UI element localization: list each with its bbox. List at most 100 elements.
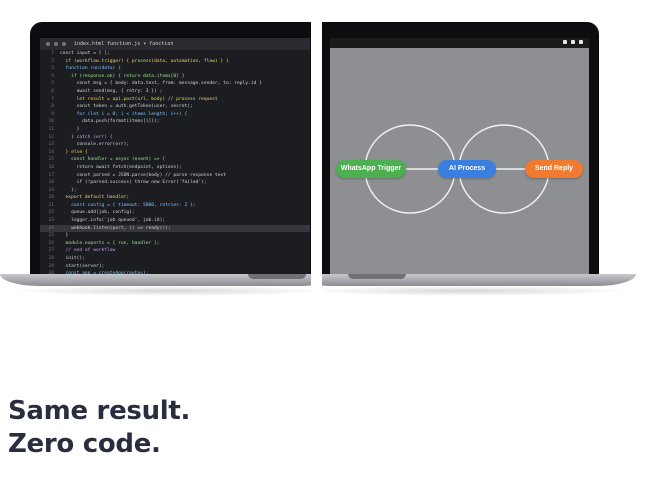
laptop-lid: index.html function.js ▾ function 1 const… [30,22,311,274]
nocode-laptop: WhatsApp Trigger AI Process Send Reply [322,22,651,312]
code-line[interactable]: 30 const app = createApp(routes); [40,270,310,274]
code-line[interactable]: 7 let result = api.post(url, body) // pr… [40,96,310,104]
divider [311,0,322,479]
line-number: 30 [48,271,54,274]
close-icon[interactable] [579,40,583,44]
laptop-notch [248,274,306,279]
code-token: } catch (err) { [60,134,113,140]
line-number: 25 [48,233,54,239]
line-number: 17 [48,172,54,178]
code-line[interactable]: 5 const msg = { body: data.text, from: m… [40,80,310,88]
code-token: if (!parsed.success) throw new Error('fa… [60,180,207,186]
editor-tab-label[interactable]: index.html function.js ▾ function [74,41,174,47]
code-line[interactable]: 1 const input = [ ]; [40,50,310,58]
code-line[interactable]: 4 if (response.ok) { return data.items[0… [40,73,310,81]
code-line[interactable]: 6 await send(msg, { retry: 3 }) ; [40,88,310,96]
code-line[interactable]: 19 }; [40,187,310,195]
code-token: logger.info('job queued', job.id); [60,218,166,224]
code-line[interactable]: 9 for (let i = 0; i < items.length; i++)… [40,111,310,119]
share-icon[interactable] [571,40,575,44]
code-line[interactable]: 21 const config = { timeout: 5000, retri… [40,202,310,210]
code-line[interactable]: 23 logger.info('job queued', job.id); [40,217,310,225]
code-token: function run(data) { [60,66,121,72]
code-line[interactable]: 27 // end of workflow [40,247,310,255]
code-token: const app = createApp(routes); [60,271,149,274]
line-number: 3 [51,66,54,72]
code-token: init(); [60,256,85,262]
code-token: console.error(err); [60,142,130,148]
code-line[interactable]: 25 } [40,232,310,240]
window-dot-icon [62,42,66,46]
line-number: 18 [48,180,54,186]
code-line[interactable]: 22 queue.add(job, config); [40,209,310,217]
code-line[interactable]: 28 init(); [40,255,310,263]
headline-line-2: Zero code. [8,429,161,459]
code-token: export default handler; [60,195,130,201]
code-editor-screen: index.html function.js ▾ function 1 const… [40,38,310,274]
node-send-reply[interactable]: Send Reply [525,160,583,178]
line-number: 10 [48,119,54,125]
code-line[interactable]: 16 return await fetch(endpoint, options)… [40,164,310,172]
code-token: const token = auth.getToken(user, secret… [60,104,193,110]
node-whatsapp-trigger[interactable]: WhatsApp Trigger [336,160,406,178]
line-number: 14 [48,149,54,155]
workflow-canvas[interactable]: WhatsApp Trigger AI Process Send Reply [330,38,589,274]
code-token: if (workflow.trigger) { process(data, au… [60,58,229,64]
window-dot-icon [54,42,58,46]
canvas-topbar [330,38,589,48]
code-line[interactable]: 11 } [40,126,310,134]
line-number: 21 [48,202,54,208]
code-line[interactable]: 13 console.error(err); [40,141,310,149]
settings-icon[interactable] [563,40,567,44]
line-number: 2 [51,58,54,64]
code-laptop: index.html function.js ▾ function 1 const… [0,22,311,312]
code-token: await send(msg, { retry: 3 }) ; [60,88,163,94]
code-token: const msg = { body: data.text, from: mes… [60,81,262,87]
code-line[interactable]: 29 start(server); [40,263,310,271]
line-number: 27 [48,248,54,254]
code-token: } else { [60,149,88,155]
code-line[interactable]: 17 const parsed = JSON.parse(body) // pa… [40,172,310,180]
line-number: 26 [48,240,54,246]
line-number: 9 [51,111,54,117]
code-token: module.exports = { run, handler }; [60,240,160,246]
line-number: 11 [48,126,54,132]
flow-connectors [364,124,550,214]
code-token: }; [60,187,77,193]
code-line[interactable]: 8 const token = auth.getToken(user, secr… [40,103,310,111]
code-line[interactable]: 3 function run(data) { [40,65,310,73]
code-line[interactable]: 20 export default handler; [40,194,310,202]
line-number: 23 [48,218,54,224]
code-line[interactable]: 14 } else { [40,149,310,157]
code-token: } [60,126,80,132]
code-line[interactable]: 18 if (!parsed.success) throw new Error(… [40,179,310,187]
laptop-notch [348,274,406,279]
code-token: const input = [ ]; [60,51,110,56]
line-number: 12 [48,134,54,140]
code-token: webhook.listen(port, () => ready()); [60,225,171,231]
headline-line-1: Same result. [8,396,191,426]
code-token: // end of workflow [60,248,116,254]
laptop-shadow [10,286,311,296]
code-line[interactable]: 26 module.exports = { run, handler }; [40,240,310,248]
laptop-base [0,274,311,286]
workflow-diagram: WhatsApp Trigger AI Process Send Reply [330,38,589,274]
code-line[interactable]: 12 } catch (err) { [40,134,310,142]
line-number: 1 [51,51,54,56]
line-number: 13 [48,142,54,148]
laptop-lid: WhatsApp Trigger AI Process Send Reply [322,22,599,274]
code-line[interactable]: 2 if (workflow.trigger) { process(data, … [40,58,310,66]
line-number: 16 [48,164,54,170]
headline: Same result. Zero code. [8,395,190,461]
code-area[interactable]: 1 const input = [ ]; 2 if (workflow.trigge… [40,50,310,274]
code-line[interactable]: 24 webhook.listen(port, () => ready()); [40,224,310,233]
code-line[interactable]: 15 const handler = async (event) => { [40,156,310,164]
line-number: 7 [51,96,54,102]
code-token: return await fetch(endpoint, options); [60,164,182,170]
code-token: if (response.ok) { return data.items[0] … [60,73,185,79]
node-ai-process[interactable]: AI Process [438,160,496,178]
code-line[interactable]: 10 data.push(format(items[i])); [40,118,310,126]
line-number: 19 [48,187,54,193]
line-number: 4 [51,73,54,79]
code-token: data.push(format(items[i])); [60,119,160,125]
